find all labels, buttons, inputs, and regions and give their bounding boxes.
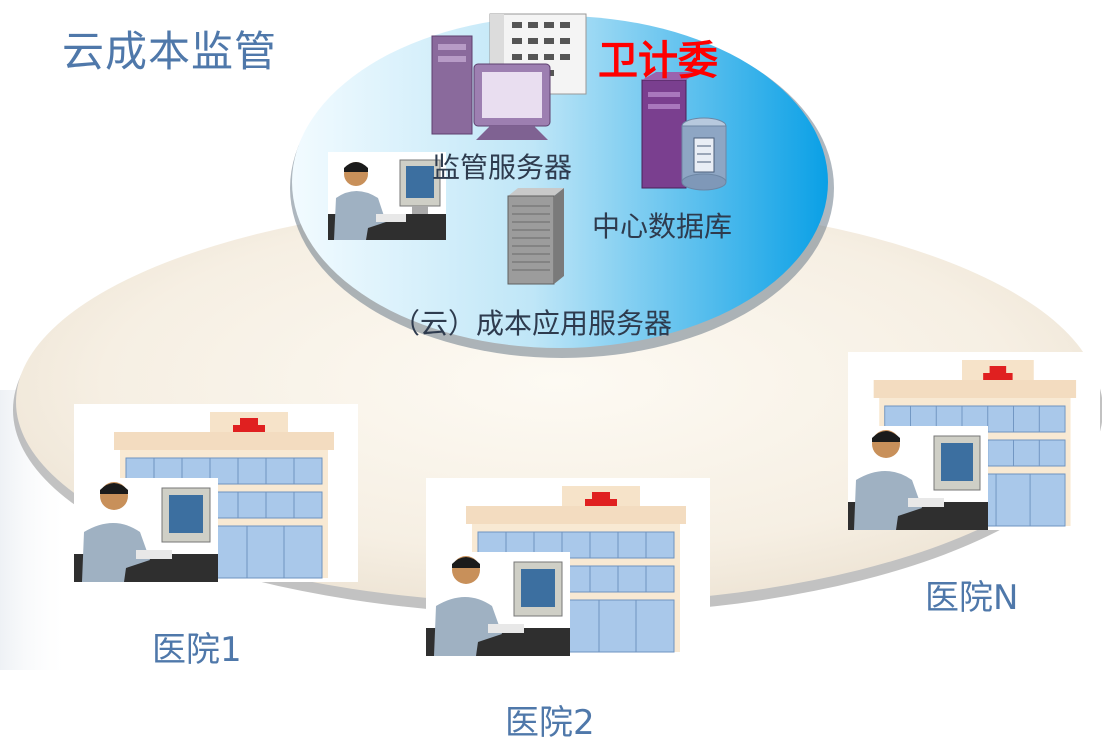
regulator-label: 卫计委	[598, 38, 718, 84]
supervision-server-label: 监管服务器	[432, 151, 573, 184]
hospital-n-icon	[848, 352, 1100, 530]
hospital-n-label: 医院N	[925, 578, 1019, 618]
app-server-icon	[507, 188, 564, 285]
app-server-label: （云）成本应用服务器	[392, 307, 673, 340]
supervision-server-icon	[431, 13, 587, 140]
operator-icon	[328, 152, 446, 240]
central-database-label: 中心数据库	[592, 210, 733, 243]
hospital-2-label: 医院2	[505, 703, 595, 743]
hospital-2-icon	[426, 478, 710, 656]
hospital-1-label: 医院1	[152, 630, 242, 670]
hospital-1-icon	[74, 404, 358, 582]
central-database-icon	[641, 72, 727, 191]
page-title: 云成本监管	[62, 27, 278, 76]
